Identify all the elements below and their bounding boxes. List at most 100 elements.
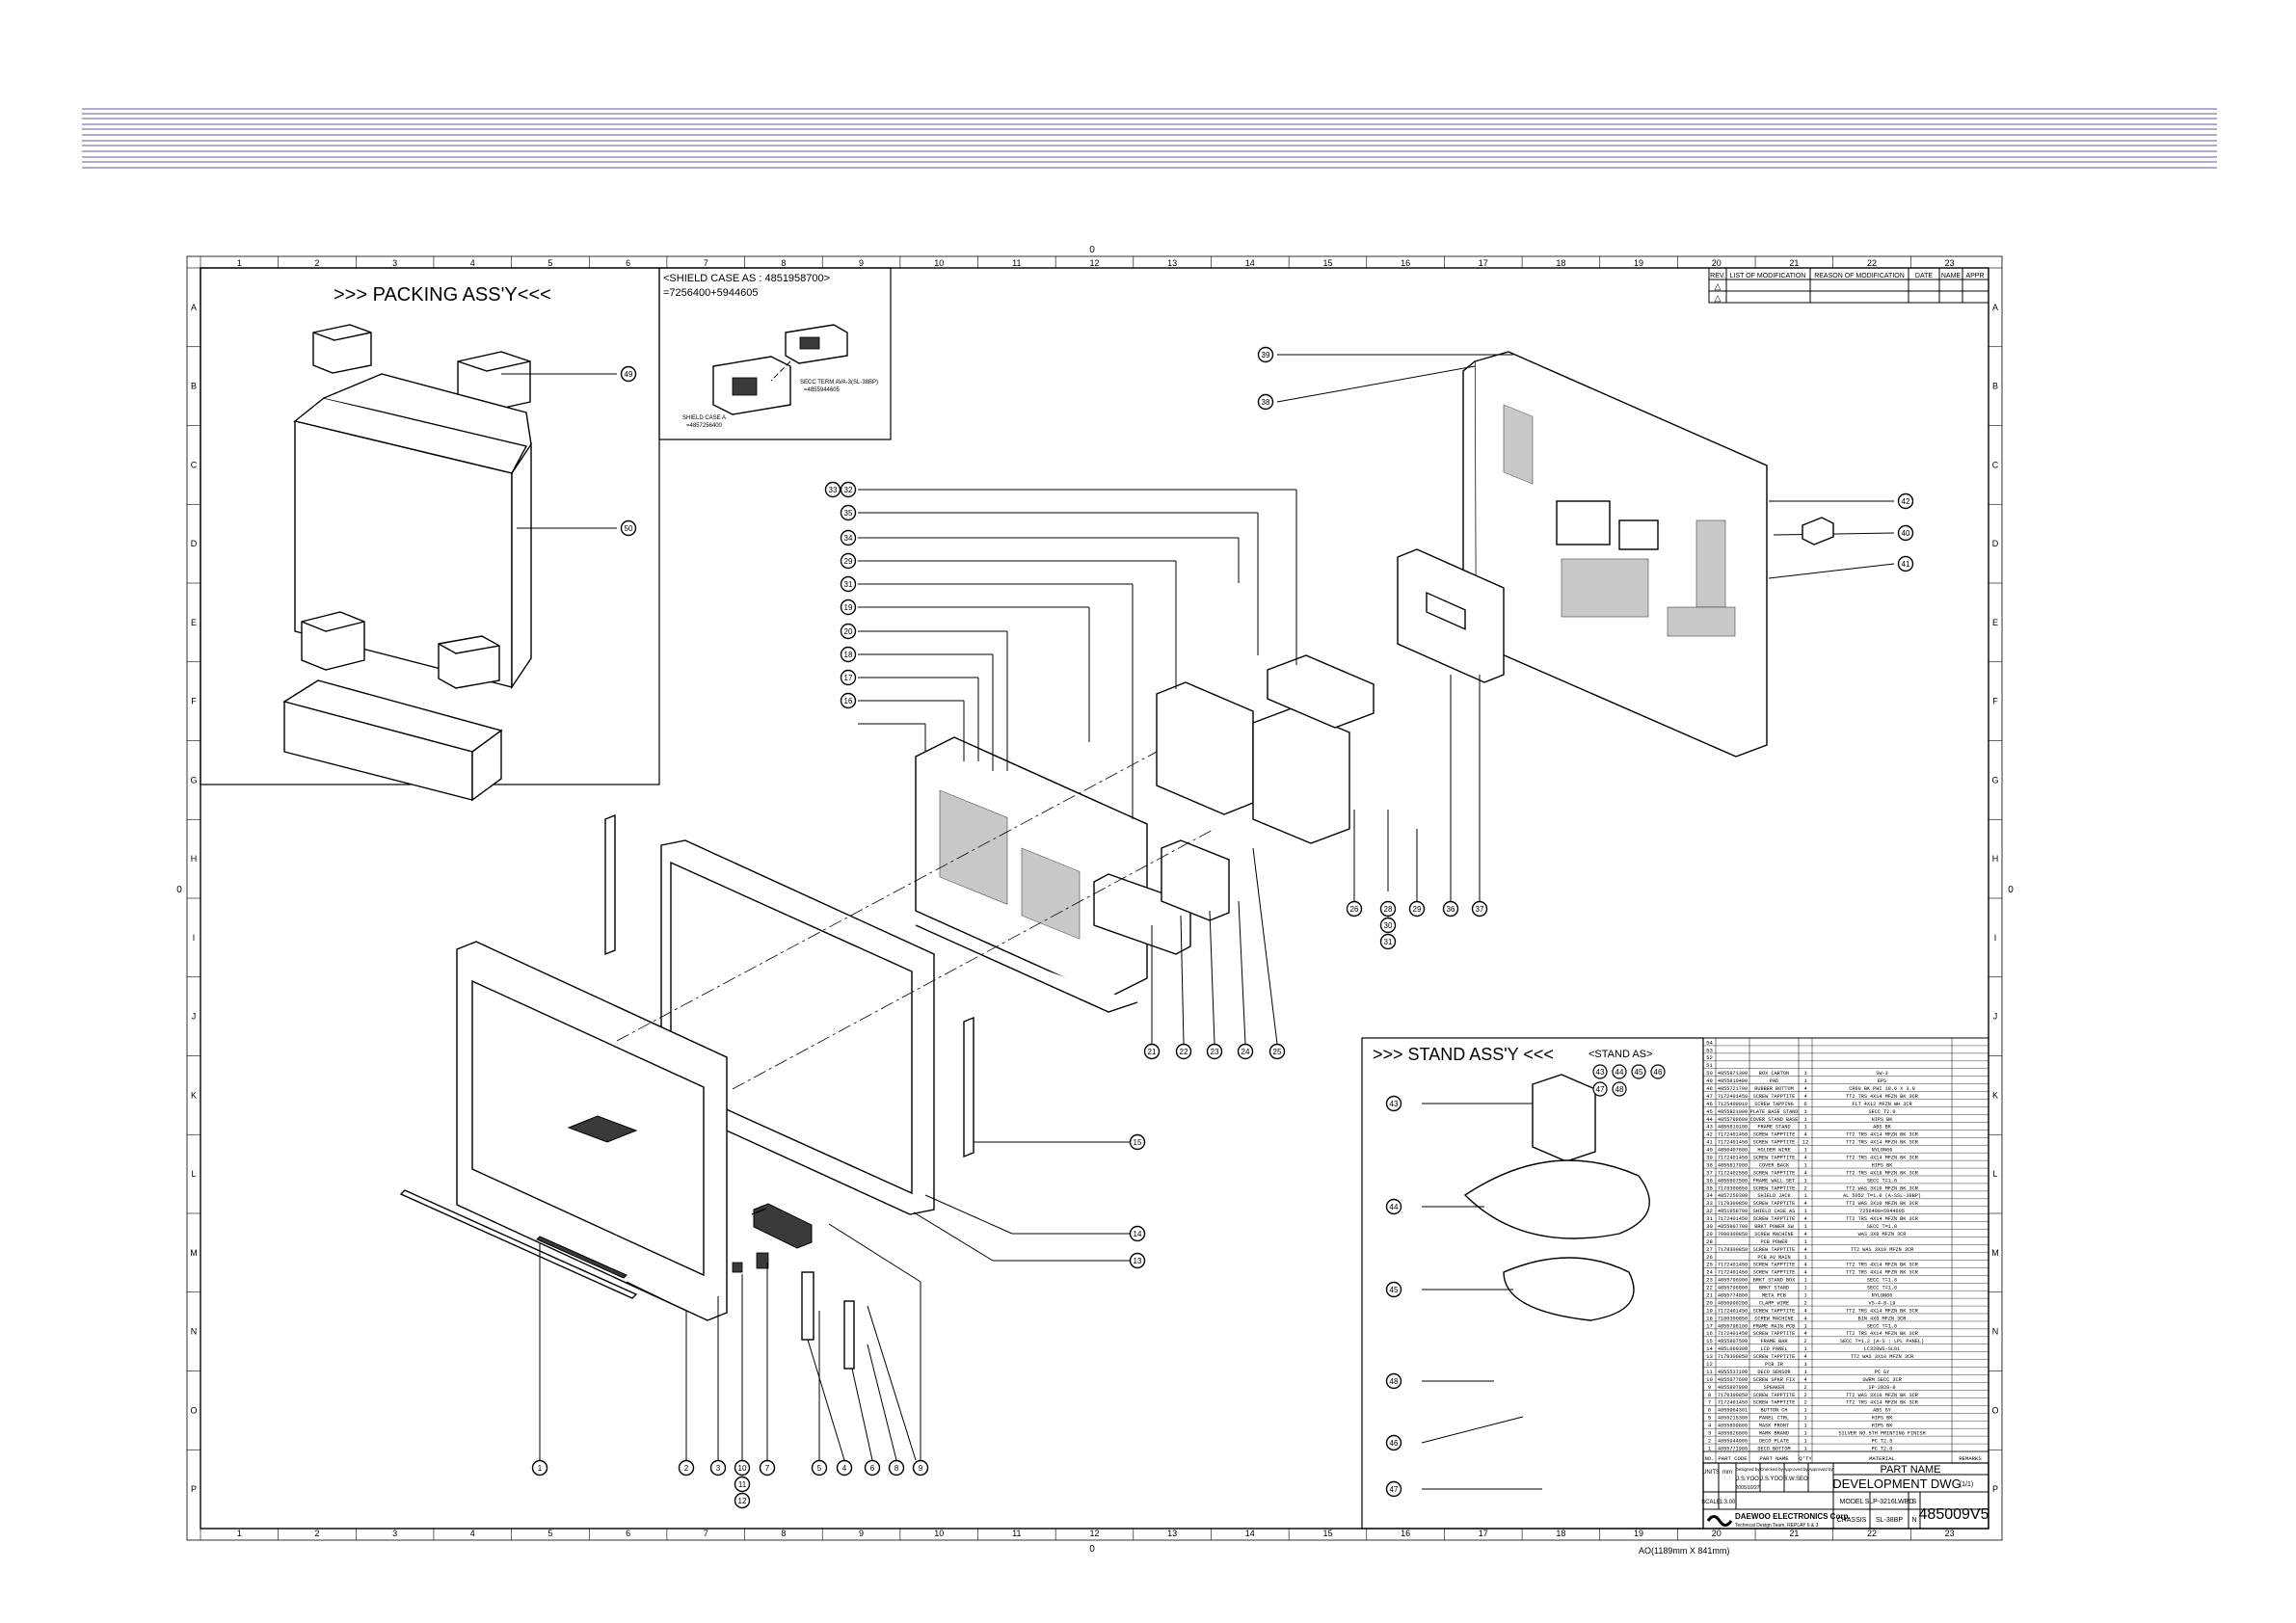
bom-cell-no: 9	[1708, 1384, 1711, 1391]
column-label: 15	[1322, 258, 1332, 268]
bom-cell-code: 4855796800	[1718, 1286, 1748, 1291]
row-label: K	[1992, 1090, 1998, 1100]
daewoo-logo	[1706, 1515, 1733, 1527]
column-label: 21	[1789, 258, 1799, 268]
callout-back-cover-circle	[1897, 492, 1914, 510]
bom-cell-no: 49	[1706, 1078, 1713, 1084]
bom-cell-material: PC T2.5	[1872, 1438, 1893, 1444]
callout-bottom-number: 12	[738, 1497, 747, 1505]
back-cover-recess-2	[1618, 519, 1659, 550]
bom-cell-name: BRKT STAND BOX	[1753, 1278, 1796, 1284]
packing-pad-top-left	[312, 324, 372, 374]
scale-value: 1:3.00	[1720, 1500, 1736, 1505]
bom-cell-material: SWRM SECC 3CR	[1862, 1377, 1901, 1383]
column-label: 4	[470, 1529, 475, 1538]
row-label: H	[1992, 854, 1999, 864]
bom-cell-code: 4855807500	[1718, 1178, 1748, 1184]
name-designed: J.S.YOO	[1736, 1477, 1759, 1482]
callout-bottom: 9	[912, 1459, 929, 1477]
bottom-leaders	[539, 1223, 921, 1461]
frame-wall-set	[1397, 548, 1505, 904]
bom-cell-name: SPEAKER	[1764, 1385, 1785, 1391]
callout-lower-row-number: 21	[1148, 1048, 1157, 1056]
row-label: N	[1992, 1327, 1999, 1337]
row-label: O	[1991, 1405, 1998, 1415]
bom-cell-name: SCREW TAPPTITE	[1753, 1094, 1796, 1100]
bom-cell-qty: 2	[1803, 1384, 1806, 1391]
shield-label-b: SECC TERM AVA-3(SL-38BP)	[800, 380, 878, 386]
shield-title-2: =7256400+5944605	[663, 287, 759, 299]
bom-cell-name: CLAMP WIRE	[1759, 1300, 1789, 1306]
bom-header-cell: Q'TY	[1799, 1455, 1812, 1462]
bom-cell-no: 15	[1706, 1338, 1713, 1344]
back-cover-recess	[1556, 500, 1611, 545]
bom-cell-no: 12	[1706, 1361, 1713, 1368]
bom-cell-no: 25	[1706, 1262, 1713, 1268]
column-label: 12	[1089, 1529, 1099, 1538]
callout-bottom-circle	[888, 1459, 905, 1477]
bom-header-cell: REMARKS	[1959, 1455, 1982, 1462]
callout-back-cover: 41	[1897, 555, 1914, 572]
callout-mid: 30	[1379, 917, 1397, 934]
bom-cell-name: SCREW TAPPTITE	[1753, 1216, 1796, 1222]
revision-table: REV. LIST OF MODIFICATION REASON OF MODI…	[1708, 267, 1989, 304]
callout-mid: 31	[1379, 933, 1397, 950]
callout-stand-circle	[1385, 1434, 1402, 1451]
company-name: DAEWOO ELECTRONICS Corp.	[1735, 1512, 1851, 1521]
row-label: N	[191, 1327, 198, 1337]
row-label: I	[193, 933, 196, 943]
column-label: 11	[1012, 258, 1021, 268]
bom-cell-qty: 1	[1803, 1322, 1807, 1329]
role-checked: Checked by	[1760, 1467, 1784, 1472]
bom-cell-no: 53	[1706, 1047, 1713, 1053]
callout-stand-number: 47	[1390, 1485, 1399, 1494]
bom-cell-qty: 4	[1803, 1200, 1807, 1207]
bom-cell-no: 7	[1708, 1399, 1711, 1406]
bom-cell-qty: 1	[1803, 1285, 1807, 1291]
rev-n: N	[1911, 1517, 1916, 1524]
back-cover-vent-2	[1561, 558, 1649, 618]
callout-bottom: 11	[734, 1476, 751, 1493]
callout-bottom: 1	[531, 1459, 548, 1477]
callout-bottom: 5	[811, 1459, 828, 1477]
bom-cell-name: SCREW TAPPTITE	[1753, 1185, 1796, 1191]
column-label: 6	[626, 1529, 630, 1538]
row-label: D	[191, 539, 198, 548]
callout-left-col-number: 34	[844, 534, 853, 543]
column-label: 8	[781, 258, 786, 268]
column-label: 2	[314, 1529, 319, 1538]
bom-cell-qty: 2	[1803, 1392, 1806, 1398]
role-designed: Designed by	[1735, 1467, 1760, 1472]
chassis-label: CHASSIS	[1837, 1517, 1867, 1524]
callout-mid: 36	[1442, 900, 1459, 918]
bom-cell-name: SCREW TAPPING	[1754, 1102, 1793, 1107]
callout-stand: 45	[1385, 1281, 1402, 1298]
callout-lower-row-circle	[1268, 1043, 1286, 1060]
column-label: 20	[1712, 1529, 1722, 1538]
callout-left-col-number: 29	[844, 557, 853, 566]
deco-sensor	[756, 1252, 769, 1269]
callout-left-col-number: 31	[844, 580, 853, 589]
lcd-panel	[660, 839, 935, 1215]
bom-cell-code: 4855826800	[1718, 1431, 1748, 1437]
bom-cell-code: 7178300850	[1718, 1247, 1748, 1253]
row-label: M	[1991, 1248, 1999, 1258]
bom-cell-code: 7172401450	[1718, 1263, 1748, 1268]
row-label: C	[1992, 460, 1999, 469]
column-label: 10	[934, 1529, 944, 1538]
main-frame-bottom-rail	[915, 924, 1138, 1013]
bom-cell-no: 17	[1706, 1322, 1713, 1329]
callout-lower-row-number: 25	[1273, 1048, 1282, 1056]
callout-packing-a-circle	[620, 365, 637, 383]
callout-bottom: 2	[678, 1459, 695, 1477]
stand-as-number: 47	[1596, 1085, 1605, 1094]
callout-mid-number: 37	[1476, 905, 1484, 914]
row-label: E	[1992, 618, 1998, 627]
bom-cell-qty: 1	[1803, 1292, 1807, 1299]
column-label: 5	[547, 1529, 552, 1538]
callout-back-cover-number: 39	[1262, 351, 1270, 359]
frame-bars	[604, 813, 1131, 1262]
callout-back-cover-circle	[1257, 346, 1274, 363]
packing-title: >>> PACKING ASS'Y<<<	[334, 284, 551, 306]
